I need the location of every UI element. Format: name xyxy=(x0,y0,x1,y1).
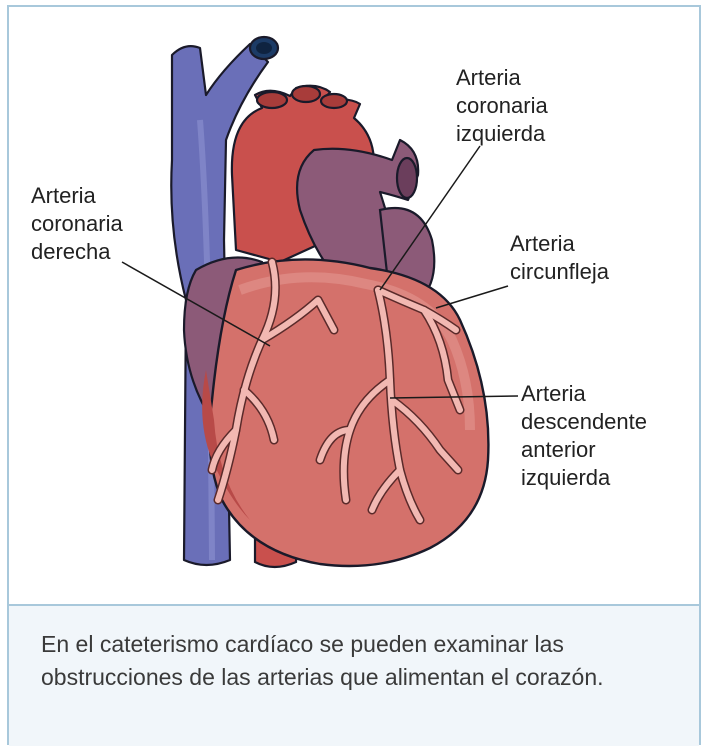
figure-caption: En el cateterismo cardíaco se pueden exa… xyxy=(41,628,641,694)
label-circumflex-artery: Arteria circunfleja xyxy=(510,230,609,286)
leader-circumflex xyxy=(436,286,508,308)
label-lad-artery: Arteria descendente anterior izquierda xyxy=(521,380,647,492)
label-left-coronary-artery: Arteria coronaria izquierda xyxy=(456,64,548,148)
label-right-coronary-artery: Arteria coronaria derecha xyxy=(31,182,123,266)
heart-illustration xyxy=(0,0,704,604)
